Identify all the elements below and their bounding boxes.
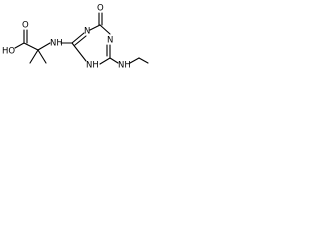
- ring-nh-label: NH: [86, 61, 99, 71]
- bond-quaternary-c-methyl-1: [29, 49, 39, 64]
- ring-n-top-label: N: [84, 27, 90, 37]
- bond-ring-c1-n-top-double-a: [71, 32, 85, 44]
- bond-ring-nh-c1: [71, 42, 87, 62]
- bond-ring-n-top-c-carbonyl: [89, 24, 101, 31]
- bond-ethyl-nh-to-ch2: [129, 57, 140, 64]
- bond-ring-c1-n-top-double-b: [74, 35, 87, 46]
- bond-ring-c-carbonyl-n-right: [99, 24, 111, 35]
- bond-ring-c-to-ethyl-nh: [109, 57, 119, 64]
- ring-oxygen-label: O: [97, 4, 104, 14]
- bond-quaternary-c-methyl-2: [37, 49, 47, 64]
- bond-quaternary-c-to-nh: [37, 42, 51, 51]
- bond-ring-c-bottom-nh: [99, 57, 111, 65]
- ethylamine-nh-label: NH: [118, 61, 131, 71]
- bond-ethyl-ch2-to-ch3: [138, 57, 149, 64]
- acid-oxygen-label: O: [22, 21, 29, 31]
- hydroxyl-label: HO: [2, 47, 15, 57]
- chemical-structure-diagram: HO O NH N O N NH NH: [2, 4, 149, 71]
- bond-acid-c-to-quaternary-c: [23, 42, 39, 51]
- ring-n-right-label: N: [107, 36, 113, 46]
- amine-nh-label: NH: [50, 39, 63, 49]
- bond-acid-c-to-oh: [14, 42, 25, 49]
